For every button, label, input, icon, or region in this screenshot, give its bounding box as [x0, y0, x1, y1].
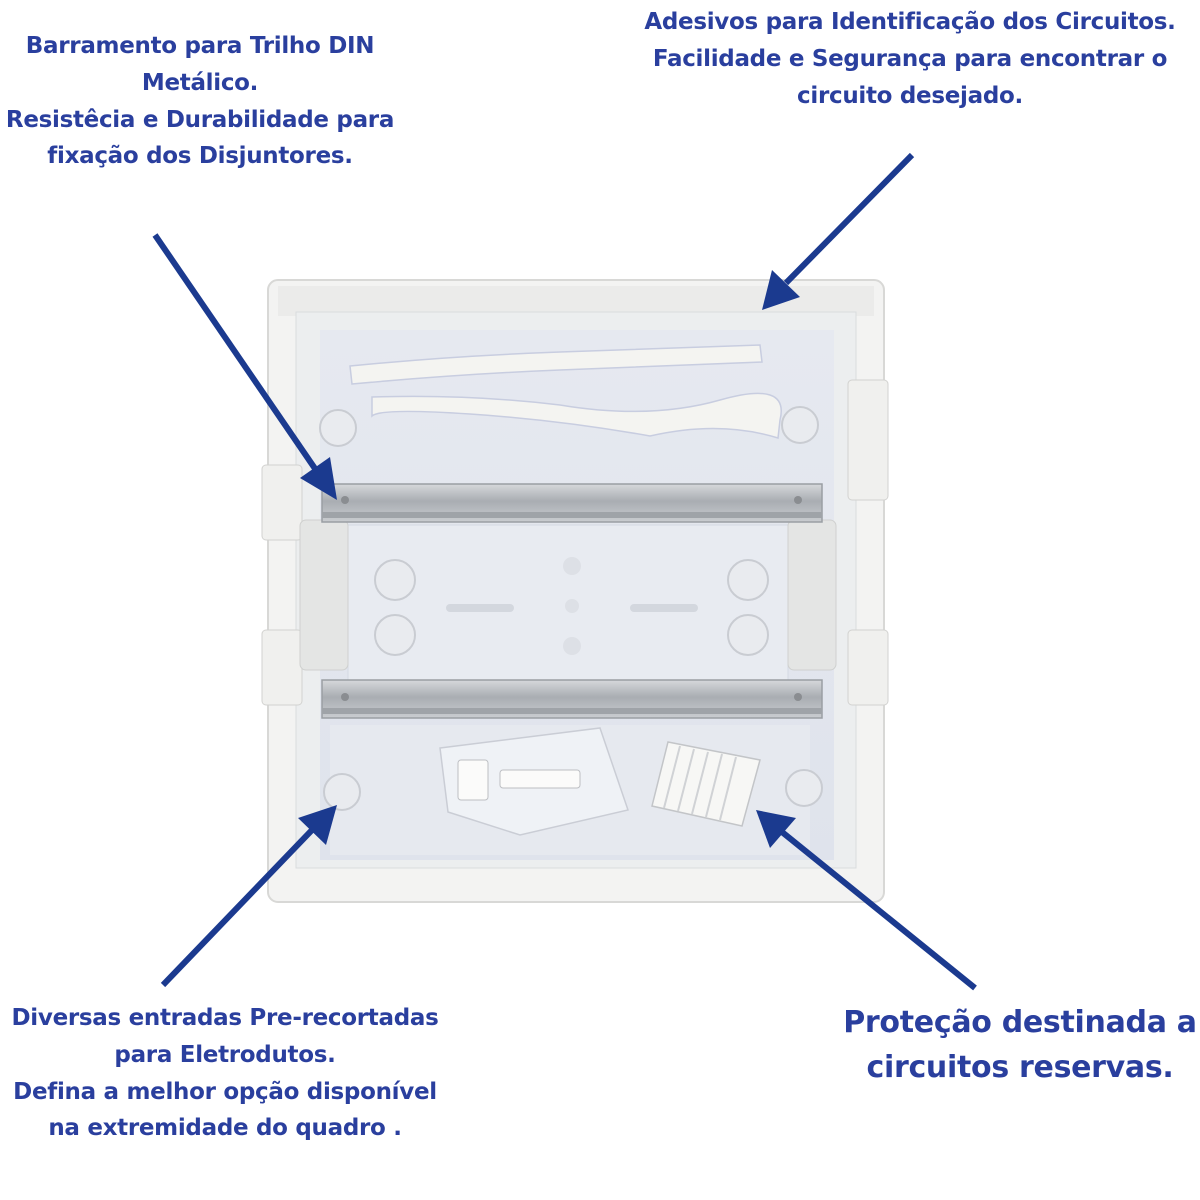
identification-sticker-strip [371, 392, 782, 439]
annotation-line: Adesivos para Identificação dos Circuito… [644, 9, 1176, 35]
annotation-arrows [152, 152, 977, 991]
annotation-line: para Eletrodutos. [114, 1041, 336, 1068]
accessory-bag [439, 727, 629, 836]
annotation-line: circuitos reservas. [866, 1050, 1174, 1085]
annotation-line: fixação dos Disjuntores. [47, 143, 353, 170]
knockout-entries [319, 406, 823, 811]
annotation-line: Diversas entradas Pre-recortadas [11, 1005, 439, 1031]
arrow-to-stickers [762, 152, 915, 310]
right-bracket [787, 519, 837, 671]
annotation-line: Barramento para Trilho DIN [25, 33, 375, 59]
right-side-clamp [847, 379, 889, 501]
annotation-line: na extremidade do quadro . [48, 1115, 402, 1142]
annotation-line: Resistêcia e Durabilidade para [5, 106, 395, 133]
right-side-clamp [847, 629, 889, 706]
din-rail-annotation: Barramento para Trilho DIN Metálico. Res… [0, 28, 400, 175]
arrow-to-knockout [160, 805, 337, 988]
din-rail-top [321, 483, 823, 523]
din-rail-bottom [321, 679, 823, 719]
knockouts-annotation: Diversas entradas Pre-recortadas para El… [0, 1000, 450, 1147]
arrow-to-din-rail [152, 233, 337, 500]
reserve-cover-annotation: Proteção destinada a circuitos reservas. [840, 1000, 1200, 1090]
left-bracket [299, 519, 349, 671]
annotation-line: circuito desejado. [797, 82, 1023, 109]
annotation-line: Facilidade e Segurança para encontrar o [652, 45, 1168, 72]
stickers-annotation: Adesivos para Identificação dos Circuito… [640, 4, 1180, 114]
arrow-to-reserve-cover [756, 810, 977, 991]
annotation-line: Proteção destinada a [843, 1005, 1197, 1040]
reserve-circuit-cover [651, 741, 761, 827]
identification-sticker-strip [349, 344, 763, 385]
distribution-box [261, 279, 889, 903]
left-side-clamp [261, 629, 303, 706]
annotation-line: Defina a melhor opção disponível [13, 1078, 437, 1105]
annotation-line: Metálico. [141, 69, 259, 96]
left-side-clamp [261, 464, 303, 541]
